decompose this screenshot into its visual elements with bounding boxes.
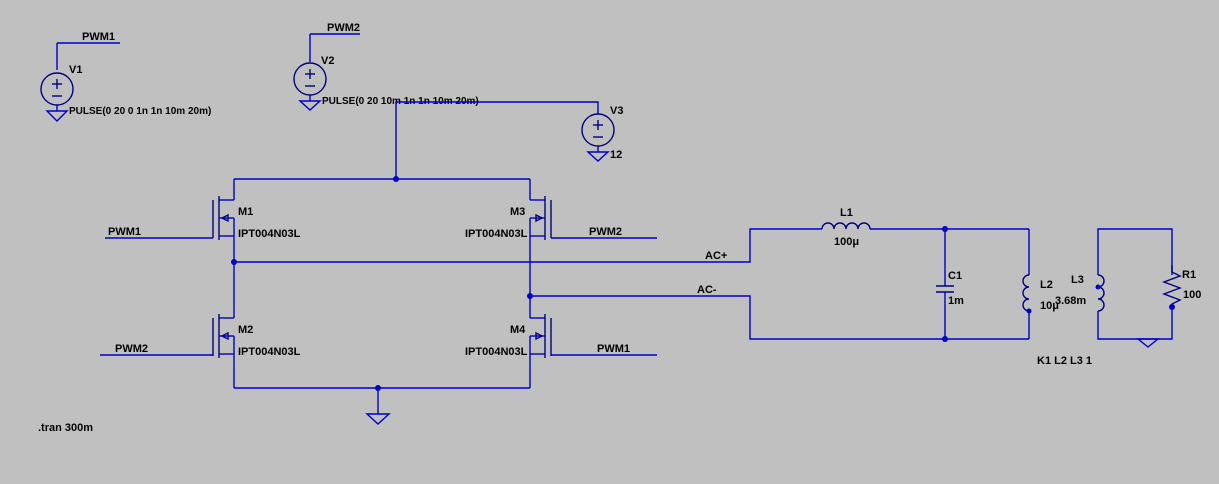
m3-label: M3 xyxy=(510,206,525,218)
net-label-pwm1-m4: PWM1 xyxy=(597,343,630,355)
l2-value: 10μ xyxy=(1040,300,1059,312)
m4-model: IPT004N03L xyxy=(465,346,528,358)
v1-value: PULSE(0 20 0 1n 1n 10m 20m) xyxy=(69,106,211,117)
m4-label: M4 xyxy=(510,324,526,336)
r1-value: 100 xyxy=(1183,289,1201,301)
m2-label: M2 xyxy=(238,324,253,336)
l1-value: 100μ xyxy=(834,236,859,248)
c1-value: 1m xyxy=(948,295,964,307)
voltage-source-v1[interactable] xyxy=(40,42,120,122)
v3-label: V3 xyxy=(610,105,623,117)
l1-label: L1 xyxy=(840,207,853,219)
mosfet-m2[interactable] xyxy=(100,262,235,388)
inductor-l2[interactable] xyxy=(945,229,1032,340)
r1-label: R1 xyxy=(1182,269,1196,281)
resistor-r1[interactable] xyxy=(1162,265,1182,307)
c1-label: C1 xyxy=(948,270,962,282)
v3-value: 12 xyxy=(610,149,622,161)
ground-secondary xyxy=(1136,338,1160,348)
l3-label: L3 xyxy=(1071,274,1084,286)
capacitor-c1[interactable] xyxy=(936,229,954,339)
m3-model: IPT004N03L xyxy=(465,228,528,240)
mosfet-m3[interactable] xyxy=(529,179,657,296)
net-label-ac-minus: AC- xyxy=(697,284,717,296)
m1-model: IPT004N03L xyxy=(238,228,301,240)
m1-label: M1 xyxy=(238,206,253,218)
net-label-pwm1-v1: PWM1 xyxy=(82,31,115,43)
voltage-source-v2[interactable] xyxy=(293,33,360,111)
l2-label: L2 xyxy=(1040,279,1053,291)
net-label-pwm2-m3: PWM2 xyxy=(589,226,622,238)
m2-model: IPT004N03L xyxy=(238,346,301,358)
v2-label: V2 xyxy=(321,55,334,67)
voltage-source-v3[interactable] xyxy=(581,113,615,162)
inductor-l3[interactable] xyxy=(1095,228,1173,340)
net-label-ac-plus: AC+ xyxy=(705,250,727,262)
net-label-pwm2-v2: PWM2 xyxy=(327,22,360,34)
coupling-directive: K1 L2 L3 1 xyxy=(1037,355,1092,367)
mosfet-m4[interactable] xyxy=(529,296,657,388)
mosfet-m1[interactable] xyxy=(105,179,235,262)
net-label-pwm2-m2: PWM2 xyxy=(115,343,148,355)
l3-value: 3.68m xyxy=(1055,295,1086,307)
v1-label: V1 xyxy=(69,64,82,76)
inductor-l1[interactable] xyxy=(821,222,1029,230)
tran-directive: .tran 300m xyxy=(38,422,93,434)
net-label-pwm1-m1: PWM1 xyxy=(108,226,141,238)
